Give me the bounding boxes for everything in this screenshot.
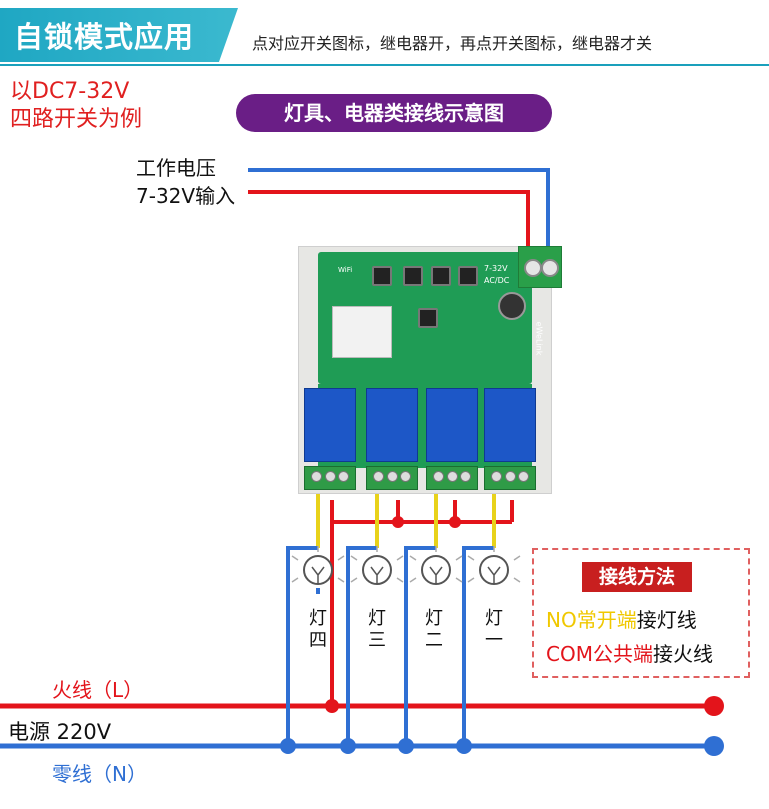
switch-button-4[interactable]	[458, 266, 478, 286]
bulb-icon	[467, 546, 521, 585]
lamp1-return	[462, 546, 494, 746]
power-input-line-2: 7-32V输入	[136, 184, 236, 208]
wifi-label: WiFi	[338, 266, 353, 274]
wifi-module	[332, 306, 392, 358]
no-rule: NO常开端接灯线	[546, 604, 697, 633]
neutral-junction	[340, 738, 356, 754]
relay-terminal	[366, 466, 418, 490]
neutral-junction	[398, 738, 414, 754]
header-instruction: 点对应开关图标，继电器开，再点开关图标，继电器才关	[252, 34, 653, 53]
terminal-block-icon	[518, 246, 562, 288]
lamp-label-4: 灯 四	[308, 608, 328, 652]
header-title: 自锁模式应用	[14, 20, 195, 54]
power-label: 7-32V	[484, 264, 508, 273]
supply-label: 电源 220V	[8, 720, 112, 744]
com-term: COM公共端	[546, 642, 653, 666]
switch-button-1[interactable]	[372, 266, 392, 286]
lamp-label-top: 灯	[485, 608, 503, 629]
no-term: NO常开端	[546, 608, 637, 632]
switch-button-3[interactable]	[431, 266, 451, 286]
wiring-method-box	[532, 548, 750, 678]
live-junction	[392, 516, 404, 528]
lamp-label-1: 灯 一	[484, 608, 504, 652]
lamp-label-3: 灯 三	[367, 608, 387, 652]
terminal-screw	[524, 259, 542, 277]
switch-button-2[interactable]	[403, 266, 423, 286]
bulb-icon	[291, 546, 345, 585]
com-rule: COM公共端接火线	[546, 638, 713, 667]
lamp3-return	[346, 546, 377, 746]
relay-terminal	[426, 466, 478, 490]
terminal-screw	[541, 259, 559, 277]
lamp4-return	[286, 546, 320, 746]
brand-label: eWeLink	[534, 321, 544, 356]
live-label: 火线（L）	[52, 678, 144, 702]
neutral-label: 零线（N）	[52, 762, 147, 786]
live-terminal	[704, 696, 724, 716]
bulb-icon	[350, 546, 404, 585]
example-note: 以DC7-32V 四路开关为例	[10, 78, 142, 134]
diagram-title: 灯具、电器类接线示意图	[236, 94, 552, 132]
ac-dc-label: AC/DC	[484, 276, 510, 285]
relay-icon	[484, 388, 536, 462]
lamp-label-bottom: 四	[309, 630, 327, 651]
example-line-2: 四路开关为例	[10, 107, 143, 132]
live-junction	[325, 699, 339, 713]
no-suffix: 接灯线	[636, 608, 697, 632]
relay-icon	[366, 388, 418, 462]
lamp-label-2: 灯 二	[424, 608, 444, 652]
pair-button[interactable]	[418, 308, 438, 328]
dc-negative-wire	[248, 168, 550, 258]
neutral-junction	[456, 738, 472, 754]
dc-positive-wire	[248, 190, 530, 258]
header-banner	[0, 8, 238, 62]
com-live-feed	[330, 500, 514, 706]
live-junction	[449, 516, 461, 528]
header-divider	[0, 64, 769, 66]
relay-icon	[304, 388, 356, 462]
lamp-label-top: 灯	[425, 608, 443, 629]
neutral-junction	[280, 738, 296, 754]
example-line-1: 以DC7-32V	[10, 79, 130, 104]
relay-terminal	[304, 466, 356, 490]
bulb-icon	[409, 546, 463, 585]
neutral-terminal	[704, 736, 724, 756]
lamp-label-bottom: 三	[368, 630, 386, 651]
com-suffix: 接火线	[652, 642, 713, 666]
lamp-label-bottom: 一	[485, 630, 503, 651]
wiring-method-title: 接线方法	[582, 562, 692, 592]
capacitor	[498, 292, 526, 320]
lamp-label-bottom: 二	[425, 630, 443, 651]
relay-icon	[426, 388, 478, 462]
lamp-label-top: 灯	[368, 608, 386, 629]
power-input-line-1: 工作电压	[136, 156, 216, 180]
relay-terminal	[484, 466, 536, 490]
lamp2-return	[404, 546, 436, 746]
lamp-label-top: 灯	[309, 608, 327, 629]
